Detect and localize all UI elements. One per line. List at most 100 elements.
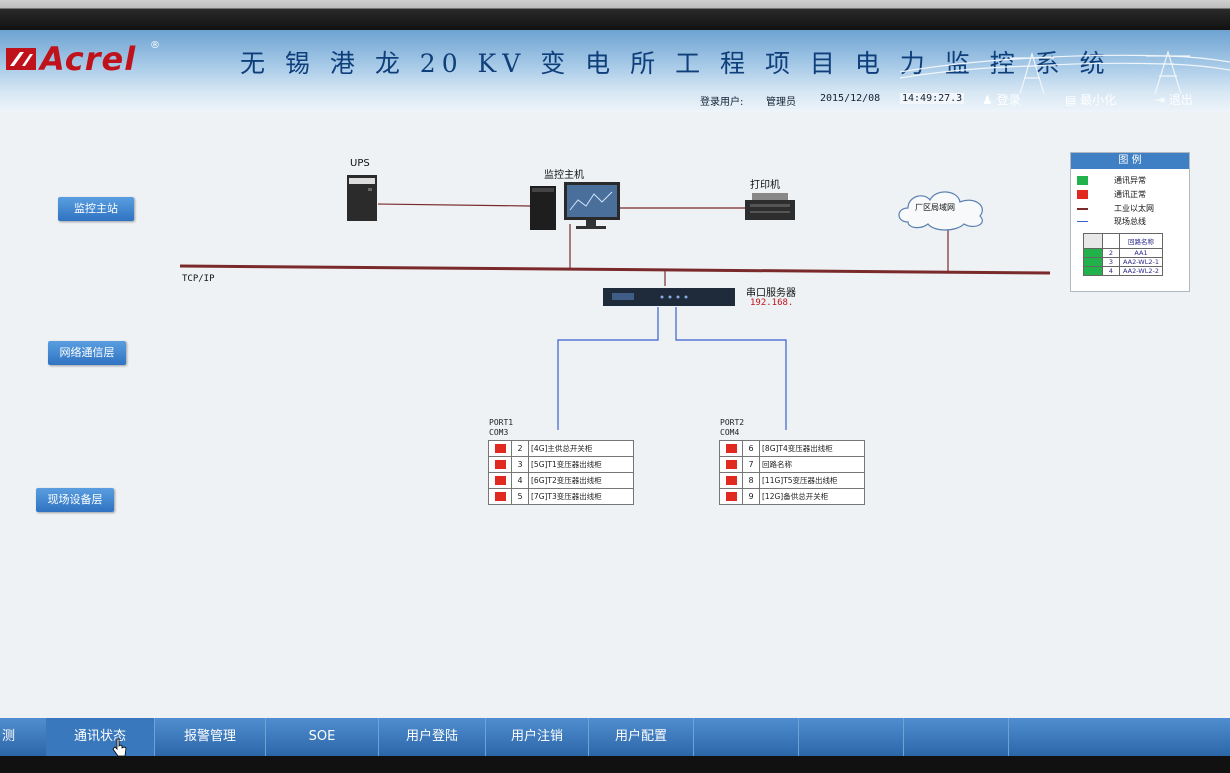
legend-sample-table: 回路名称 2 AA1 3 AA2-WL2-1 4 AA2-WL2-2 bbox=[1083, 233, 1163, 276]
nav-item-empty-4[interactable] bbox=[1009, 718, 1229, 756]
table-row[interactable]: 6[8G]T4变压器出线柜 bbox=[719, 440, 865, 457]
network-lines bbox=[179, 203, 1051, 430]
legend-label: 工业以太网 bbox=[1114, 204, 1154, 213]
login-user-value: 管理员 bbox=[766, 97, 796, 108]
nav-item-alarm[interactable]: 报警管理 bbox=[155, 718, 266, 756]
fieldbus-line-icon bbox=[1077, 221, 1088, 222]
nav-item-empty-3[interactable] bbox=[904, 718, 1009, 756]
legend-sample-header: 回路名称 bbox=[1119, 233, 1163, 249]
legend-item: 通讯正常 bbox=[1077, 189, 1146, 200]
device-no: 7 bbox=[742, 456, 760, 473]
device-name: [5G]T1变压器出线柜 bbox=[528, 456, 634, 473]
port2-name: PORT2 bbox=[720, 418, 745, 427]
time-display: 14:49:27.3 bbox=[900, 93, 965, 104]
status-indicator-icon bbox=[494, 492, 506, 502]
hand-cursor-icon bbox=[112, 738, 127, 757]
minimize-button[interactable]: ▤ 最小化 bbox=[1065, 91, 1116, 108]
device-no: 4 bbox=[511, 472, 529, 489]
host-label: 监控主机 bbox=[544, 170, 584, 181]
legend-panel: 图 例 通讯异常 通讯正常 工业以太网 现场总线 回路名称 2 AA1 3 AA… bbox=[1070, 152, 1190, 292]
logo-registered-mark: ® bbox=[150, 40, 160, 51]
tcpip-bus-line bbox=[179, 264, 1051, 275]
status-indicator-icon bbox=[494, 444, 506, 454]
status-indicator-icon bbox=[494, 460, 506, 470]
green-swatch-icon bbox=[1083, 257, 1103, 267]
green-swatch-icon bbox=[1077, 176, 1088, 185]
legend-label: 通讯异常 bbox=[1114, 176, 1146, 185]
nav-item-user-login[interactable]: 用户登陆 bbox=[379, 718, 486, 756]
power-tower-graphic bbox=[900, 49, 1230, 95]
table-row[interactable]: 9[12G]备供总开关柜 bbox=[719, 488, 865, 505]
acrel-logo-icon bbox=[6, 48, 36, 70]
port2-header: PORT2 COM4 bbox=[720, 418, 744, 438]
status-indicator-icon bbox=[494, 476, 506, 486]
legend-label: 现场总线 bbox=[1114, 217, 1146, 226]
table-row[interactable]: 5[7G]T3变压器出线柜 bbox=[488, 488, 634, 505]
nav-item-user-config[interactable]: 用户配置 bbox=[589, 718, 694, 756]
monitor-bezel-bottom bbox=[0, 756, 1230, 773]
logo-text: Acrel bbox=[40, 40, 137, 78]
fieldbus-port1-line bbox=[557, 307, 659, 430]
table-row[interactable]: 4[6G]T2变压器出线柜 bbox=[488, 472, 634, 489]
legend-title: 图 例 bbox=[1071, 153, 1189, 169]
port1-com: COM3 bbox=[489, 428, 509, 437]
device-name: [12G]备供总开关柜 bbox=[759, 488, 865, 505]
exit-button[interactable]: ⇥ 退出 bbox=[1155, 91, 1193, 108]
fieldbus-port2-line bbox=[675, 307, 787, 430]
monitor-station-button[interactable]: 监控主站 bbox=[58, 197, 134, 221]
table-row[interactable]: 2[4G]主供总开关柜 bbox=[488, 440, 634, 457]
legend-sample-name: AA1 bbox=[1119, 248, 1163, 258]
device-name: [8G]T4变压器出线柜 bbox=[759, 440, 865, 457]
app-header bbox=[0, 30, 1230, 112]
tcpip-label: TCP/IP bbox=[182, 274, 215, 284]
nav-item-empty-2[interactable] bbox=[799, 718, 904, 756]
bottom-nav: 测 通讯状态 报警管理 SOE 用户登陆 用户注销 用户配置 bbox=[0, 718, 1230, 756]
legend-sample-no: 2 bbox=[1102, 248, 1120, 258]
nav-item-monitor[interactable]: 测 bbox=[0, 718, 47, 756]
device-name: [11G]T5变压器出线柜 bbox=[759, 472, 865, 489]
printer-icon[interactable] bbox=[744, 192, 796, 222]
field-layer-button[interactable]: 现场设备层 bbox=[36, 488, 114, 512]
computer-icon[interactable] bbox=[528, 180, 622, 232]
serial-server-icon[interactable] bbox=[602, 286, 736, 308]
device-no: 9 bbox=[742, 488, 760, 505]
legend-item: 工业以太网 bbox=[1077, 203, 1154, 214]
nav-item-user-logout[interactable]: 用户注销 bbox=[486, 718, 589, 756]
table-row[interactable]: 3[5G]T1变压器出线柜 bbox=[488, 456, 634, 473]
table-row[interactable]: 8[11G]T5变压器出线柜 bbox=[719, 472, 865, 489]
port1-device-table: 2[4G]主供总开关柜 3[5G]T1变压器出线柜 4[6G]T2变压器出线柜 … bbox=[488, 440, 634, 505]
login-button[interactable]: ♟ 登录 bbox=[982, 91, 1021, 108]
exit-button-label: 退出 bbox=[1168, 93, 1193, 107]
device-no: 5 bbox=[511, 488, 529, 505]
red-swatch-icon bbox=[1077, 190, 1088, 199]
date-display: 2015/12/08 bbox=[820, 93, 881, 104]
exit-icon: ⇥ bbox=[1155, 93, 1166, 107]
legend-sample-name: AA2-WL2-1 bbox=[1119, 257, 1163, 267]
legend-sample-name: AA2-WL2-2 bbox=[1119, 266, 1163, 276]
device-no: 6 bbox=[742, 440, 760, 457]
device-name: [4G]主供总开关柜 bbox=[528, 440, 634, 457]
status-indicator-icon bbox=[725, 444, 737, 454]
serial-server-label: 串口服务器 bbox=[746, 288, 796, 299]
device-name: [6G]T2变压器出线柜 bbox=[528, 472, 634, 489]
nav-item-empty-1[interactable] bbox=[694, 718, 799, 756]
login-button-label: 登录 bbox=[996, 93, 1021, 107]
minimize-button-label: 最小化 bbox=[1080, 93, 1117, 107]
nav-item-comm-status[interactable]: 通讯状态 bbox=[46, 718, 155, 756]
port1-header: PORT1 COM3 bbox=[489, 418, 513, 438]
status-indicator-icon bbox=[725, 476, 737, 486]
lan-label: 厂区局域网 bbox=[915, 203, 955, 212]
status-indicator-icon bbox=[725, 460, 737, 470]
device-name: [7G]T3变压器出线柜 bbox=[528, 488, 634, 505]
printer-label: 打印机 bbox=[750, 180, 780, 191]
ups-label: UPS bbox=[350, 158, 370, 169]
nav-item-soe[interactable]: SOE bbox=[266, 718, 379, 756]
legend-item: 现场总线 bbox=[1077, 216, 1146, 227]
network-layer-button[interactable]: 网络通信层 bbox=[48, 341, 126, 365]
minimize-icon: ▤ bbox=[1065, 93, 1077, 107]
device-no: 8 bbox=[742, 472, 760, 489]
device-name: 回路名称 bbox=[759, 456, 865, 473]
ups-icon[interactable] bbox=[346, 174, 378, 222]
